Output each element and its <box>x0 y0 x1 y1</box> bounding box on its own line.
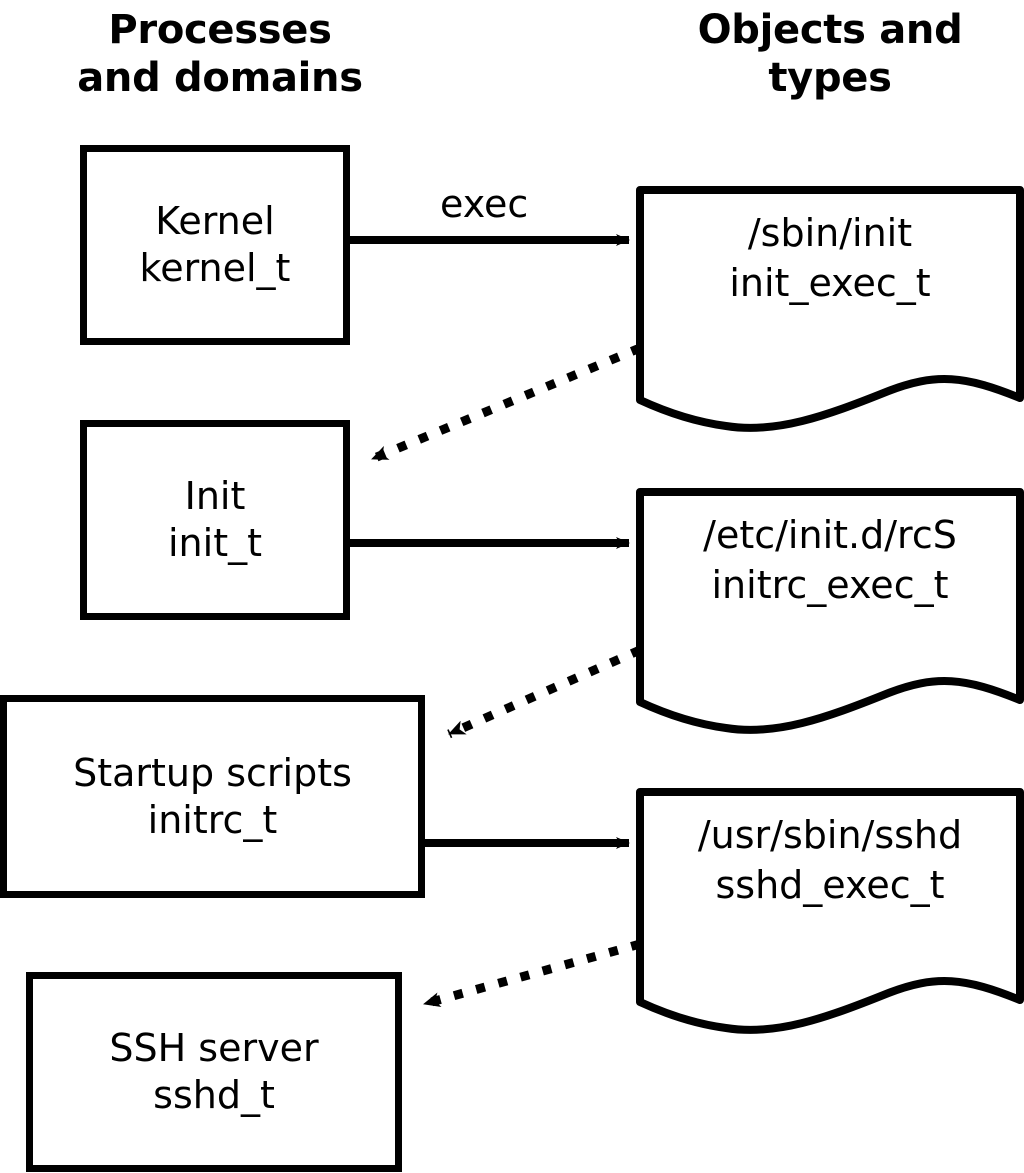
process-box-initrc[interactable]: Startup scripts initrc_t <box>0 695 425 898</box>
edge-label-exec: exec <box>440 182 529 226</box>
column-header-processes-line1: Processes <box>108 7 332 53</box>
process-box-sshd-line1: SSH server <box>109 1026 319 1070</box>
process-box-init-line1: Init <box>184 474 246 518</box>
column-header-objects: Objects and types <box>630 6 1024 102</box>
column-header-objects-line2: types <box>768 55 892 101</box>
object-doc-initrc-exec[interactable]: /etc/init.d/rcS initrc_exec_t <box>636 488 1024 738</box>
object-doc-init-exec[interactable]: /sbin/init init_exec_t <box>636 186 1024 436</box>
document-shape-icon <box>636 186 1024 432</box>
document-shape-icon <box>636 788 1024 1034</box>
process-box-initrc-line2: initrc_t <box>147 797 278 842</box>
column-header-objects-line1: Objects and <box>697 7 963 53</box>
process-box-kernel-line1: Kernel <box>155 199 275 243</box>
document-shape-icon <box>636 488 1024 734</box>
edge-init-exec-to-init <box>370 343 642 464</box>
column-header-processes-line2: and domains <box>77 55 363 101</box>
edge-sshd-exec-to-sshd <box>422 939 642 1009</box>
process-box-init-line2: init_t <box>168 521 262 565</box>
process-box-init[interactable]: Init init_t <box>80 420 350 620</box>
process-box-sshd-line2: sshd_t <box>153 1073 275 1117</box>
process-box-kernel-line2: kernel_t <box>139 246 291 290</box>
process-box-kernel[interactable]: Kernel kernel_t <box>80 145 350 345</box>
object-doc-sshd-exec[interactable]: /usr/sbin/sshd sshd_exec_t <box>636 788 1024 1038</box>
edge-initrc-exec-to-initrc <box>447 645 642 739</box>
process-box-initrc-line1: Startup scripts <box>73 750 352 795</box>
process-box-sshd[interactable]: SSH server sshd_t <box>26 972 402 1172</box>
column-header-processes: Processes and domains <box>20 6 420 102</box>
